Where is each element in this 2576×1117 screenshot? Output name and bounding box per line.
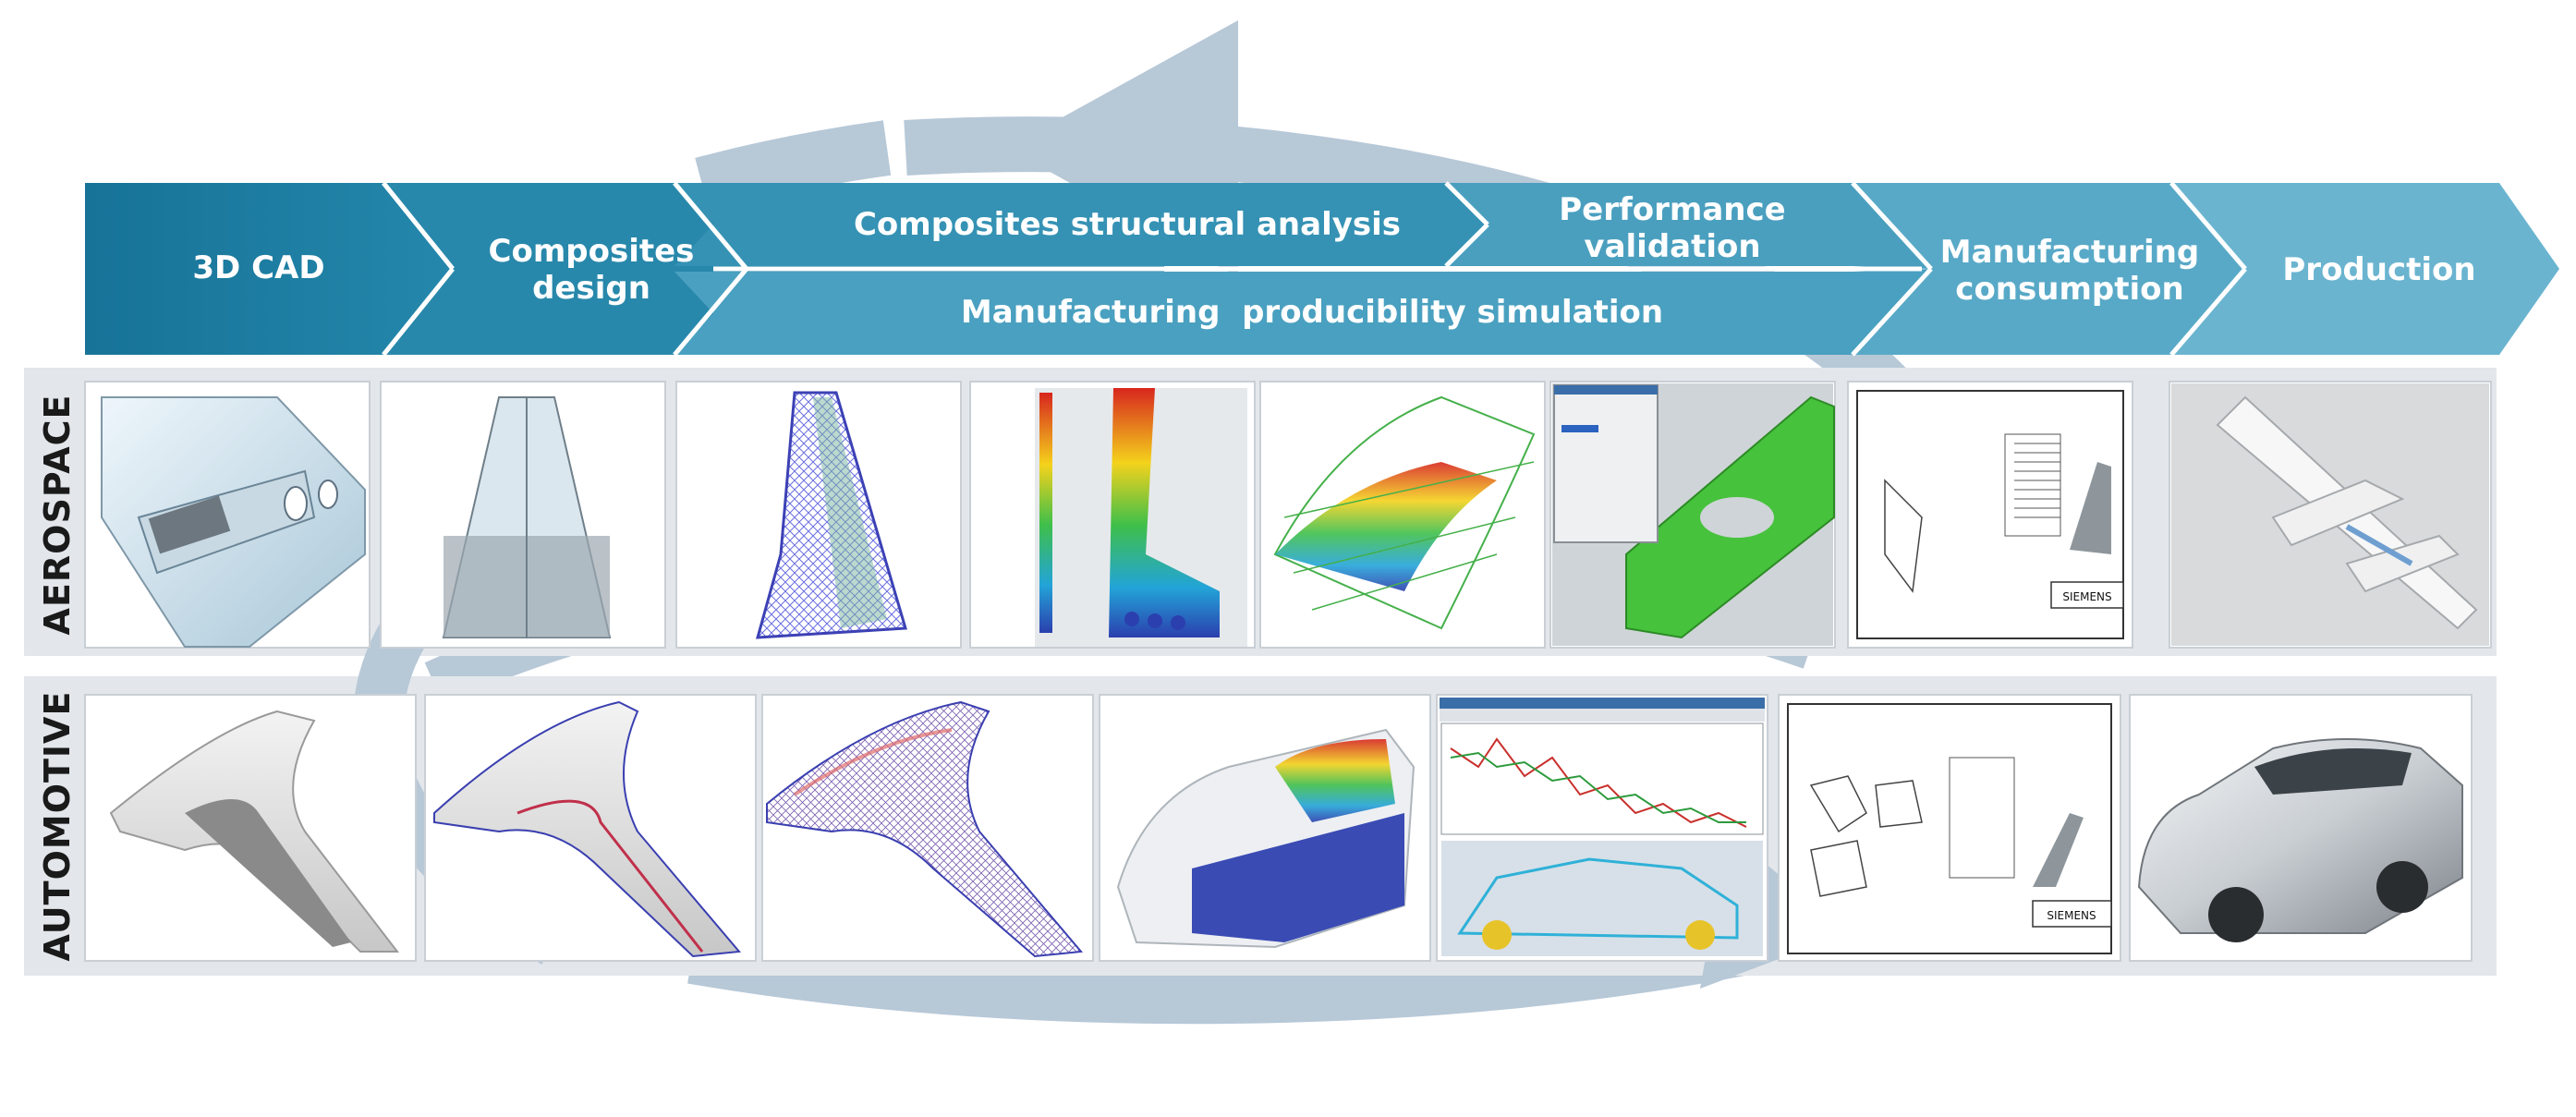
- auto-fea-tile: [1099, 694, 1431, 962]
- aero-drawing-tile: SIEMENS: [1847, 381, 2133, 649]
- row-label-automotive: AUTOMOTIVE: [37, 690, 78, 962]
- label-composites-design-line2: design: [532, 270, 650, 308]
- label-performance-validation: Performance validation: [1488, 191, 1857, 265]
- label-performance-line2: validation: [1584, 228, 1761, 266]
- label-consumption-line1: Manufacturing: [1939, 234, 2200, 271]
- auto-cad-tile: [84, 694, 417, 962]
- label-manufacturing-consumption: Manufacturing consumption: [1903, 234, 2236, 308]
- aero-cad-tile: [84, 381, 371, 649]
- label-performance-line1: Performance: [1559, 191, 1786, 228]
- chevron-performance-validation: [1446, 183, 1931, 269]
- chevron-production: [2171, 183, 2559, 355]
- aero-validation-tile: [1549, 381, 1836, 649]
- aero-wing-tile: [1259, 381, 1546, 649]
- process-chevrons: [85, 181, 2559, 357]
- label-structural-analysis: Composites structural analysis: [853, 206, 1402, 243]
- aero-aircraft-tile: [2169, 381, 2492, 649]
- auto-mesh-tile: [761, 694, 1094, 962]
- auto-drawing-tile: SIEMENS: [1778, 694, 2121, 962]
- siemens-label-auto: SIEMENS: [2047, 909, 2096, 922]
- siemens-label-aero: SIEMENS: [2062, 590, 2111, 603]
- chevron-manufacturing-consumption: [1853, 183, 2245, 355]
- label-production: Production: [2282, 251, 2476, 288]
- auto-composites-tile: [424, 694, 757, 962]
- chevron-producibility: [674, 269, 1931, 355]
- aerospace-images: SIEMENS: [84, 381, 2492, 649]
- label-3d-cad: 3D CAD: [192, 249, 325, 286]
- label-composites-design: Composites design: [453, 233, 730, 307]
- row-label-aerospace: AEROSPACE: [37, 394, 78, 636]
- auto-car-tile: [2129, 694, 2473, 962]
- automotive-images: SIEMENS: [84, 694, 2473, 962]
- chevron-composites-design: [383, 183, 747, 355]
- auto-validation-tile: [1436, 694, 1768, 962]
- chevron-structural-analysis: [674, 183, 1488, 266]
- label-consumption-line2: consumption: [1955, 271, 2184, 309]
- aero-mesh-tile: [675, 381, 962, 649]
- label-composites-design-line1: Composites: [488, 233, 695, 270]
- aero-fea-tile: [969, 381, 1256, 649]
- chevron-3d-cad: [85, 183, 453, 355]
- label-producibility: Manufacturing producibility simulation: [960, 294, 1664, 331]
- aero-composites-tile: [380, 381, 666, 649]
